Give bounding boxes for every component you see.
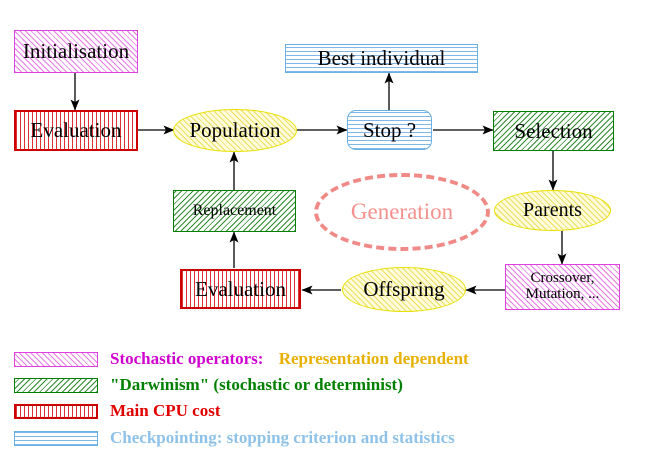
node-generation: Generation bbox=[314, 173, 490, 251]
node-stop[interactable]: Stop ? bbox=[347, 110, 432, 150]
node-replacement-label: Replacement bbox=[192, 201, 277, 219]
node-replacement[interactable]: Replacement bbox=[173, 190, 296, 232]
legend-swatch-cpu bbox=[14, 404, 98, 419]
node-offspring-label: Offspring bbox=[363, 277, 445, 302]
node-initialisation[interactable]: Initialisation bbox=[14, 30, 138, 73]
node-generation-label: Generation bbox=[350, 199, 454, 224]
legend: Stochastic operators: Representation dep… bbox=[0, 340, 670, 465]
node-evaluation-bottom[interactable]: Evaluation bbox=[180, 269, 301, 309]
legend-label-darwinism: "Darwinism" (stochastic or determinist) bbox=[110, 375, 403, 394]
legend-label-stochastic-text2: Representation dependent bbox=[278, 349, 469, 368]
legend-label-checkpointing: Checkpointing: stopping criterion and st… bbox=[110, 428, 455, 447]
legend-label-stochastic-text: Stochastic operators: bbox=[110, 349, 264, 368]
legend-swatch-darwinism bbox=[14, 378, 98, 393]
legend-label-stochastic: Stochastic operators: Representation dep… bbox=[110, 349, 469, 369]
node-parents[interactable]: Parents bbox=[494, 190, 611, 231]
legend-swatch-checkpointing bbox=[14, 431, 98, 446]
node-population-label: Population bbox=[189, 118, 281, 143]
node-initialisation-label: Initialisation bbox=[22, 39, 130, 64]
node-best-individual-label: Best individual bbox=[317, 46, 446, 71]
node-evaluation-top-label: Evaluation bbox=[30, 118, 122, 143]
node-evaluation-top[interactable]: Evaluation bbox=[14, 110, 138, 151]
node-variation-line2: Mutation, ... bbox=[525, 286, 600, 302]
legend-swatch-stochastic bbox=[14, 352, 98, 367]
legend-label-cpu: Main CPU cost bbox=[110, 401, 221, 420]
node-evaluation-bottom-label: Evaluation bbox=[195, 276, 286, 301]
node-selection[interactable]: Selection bbox=[493, 111, 614, 151]
node-variation-line1: Crossover, bbox=[530, 270, 595, 287]
node-variation[interactable]: Crossover, Mutation, ... bbox=[505, 264, 620, 310]
node-parents-label: Parents bbox=[523, 199, 582, 221]
node-offspring[interactable]: Offspring bbox=[342, 267, 466, 312]
node-population[interactable]: Population bbox=[173, 109, 297, 152]
node-best-individual[interactable]: Best individual bbox=[285, 44, 478, 73]
node-selection-label: Selection bbox=[514, 118, 593, 143]
node-stop-label: Stop ? bbox=[362, 117, 417, 142]
